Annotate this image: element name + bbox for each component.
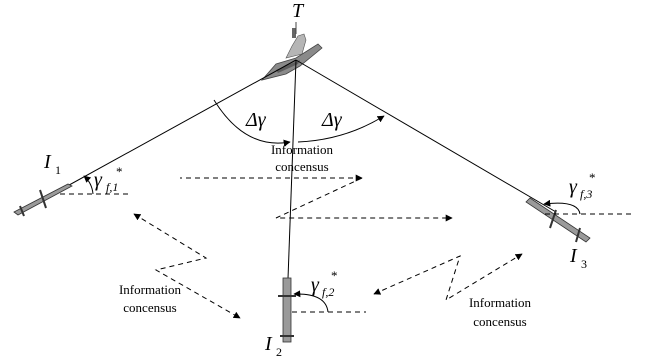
gamma-arc-2: [293, 290, 329, 313]
interceptor-1-sub: 1: [55, 163, 61, 177]
consensus-right-line2: concensus: [473, 314, 526, 329]
gamma-arc-1: [83, 175, 94, 195]
interceptor-2-sub: 2: [276, 345, 282, 358]
los-line-2: [286, 59, 297, 307]
gamma-1-sub: f,1: [106, 180, 118, 194]
consensus-left-line2: concensus: [123, 300, 176, 315]
target-label: T: [292, 0, 305, 22]
consensus-left-line1: Information: [119, 282, 182, 297]
gamma-3-star: *: [589, 170, 596, 185]
gamma-2-star: *: [331, 268, 338, 283]
los-line-3: [295, 59, 557, 213]
consensus-link-1-2: [133, 213, 241, 319]
consensus-link-1-3: [180, 178, 452, 218]
gamma-3-symbol: γ: [569, 176, 578, 198]
delta-gamma-left: Δγ: [245, 109, 267, 131]
consensus-link-2-3: [373, 253, 523, 302]
consensus-top-line1: Information: [271, 142, 334, 157]
delta-arc-right: [297, 115, 385, 143]
consensus-right-line1: Information: [469, 295, 532, 310]
gamma-2-symbol: γ: [311, 274, 320, 296]
missile-1-icon: [13, 183, 73, 217]
gamma-arc-3: [543, 199, 581, 215]
interceptor-1-label: I: [43, 151, 52, 173]
gamma-1-symbol: γ: [94, 169, 103, 191]
missile-3-icon: [525, 197, 591, 243]
interceptor-2-label: I: [264, 333, 273, 355]
interceptor-3-label: I: [569, 245, 578, 267]
ship-icon: [260, 22, 323, 81]
gamma-3-sub: f,3: [580, 187, 592, 201]
delta-arc-left: [213, 99, 291, 147]
missile-2-icon: [278, 277, 296, 343]
delta-gamma-right: Δγ: [321, 109, 343, 131]
gamma-1-star: *: [116, 164, 123, 179]
interceptor-3-sub: 3: [581, 257, 587, 271]
consensus-top-line2: concensus: [275, 159, 328, 174]
gamma-2-sub: f,2: [322, 285, 334, 299]
